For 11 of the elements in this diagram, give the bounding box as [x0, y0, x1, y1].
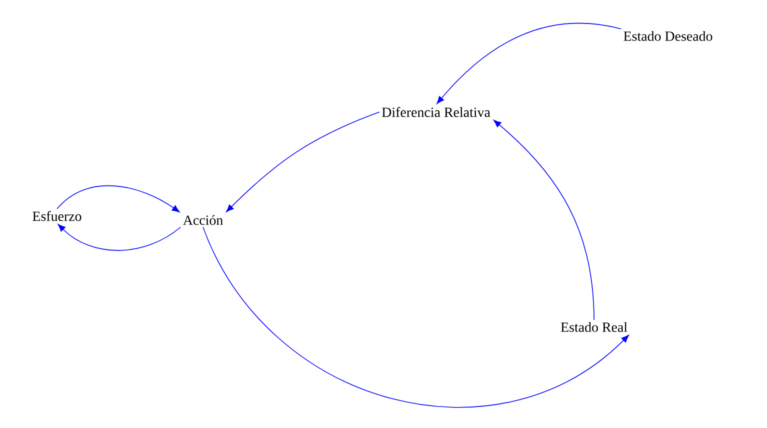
arrow: [202, 226, 629, 408]
arrow: [58, 224, 182, 251]
variable-label: Diferencia Relativa: [382, 107, 490, 117]
variable-label: Estado Deseado: [624, 31, 712, 41]
variable-label: Estado Real: [560, 322, 628, 332]
arrow: [493, 120, 594, 320]
arrow: [436, 22, 622, 104]
variable-label: Acción: [183, 215, 223, 225]
arrow: [226, 112, 380, 212]
variable-label: Esfuerzo: [32, 211, 82, 221]
arrow: [56, 185, 180, 212]
